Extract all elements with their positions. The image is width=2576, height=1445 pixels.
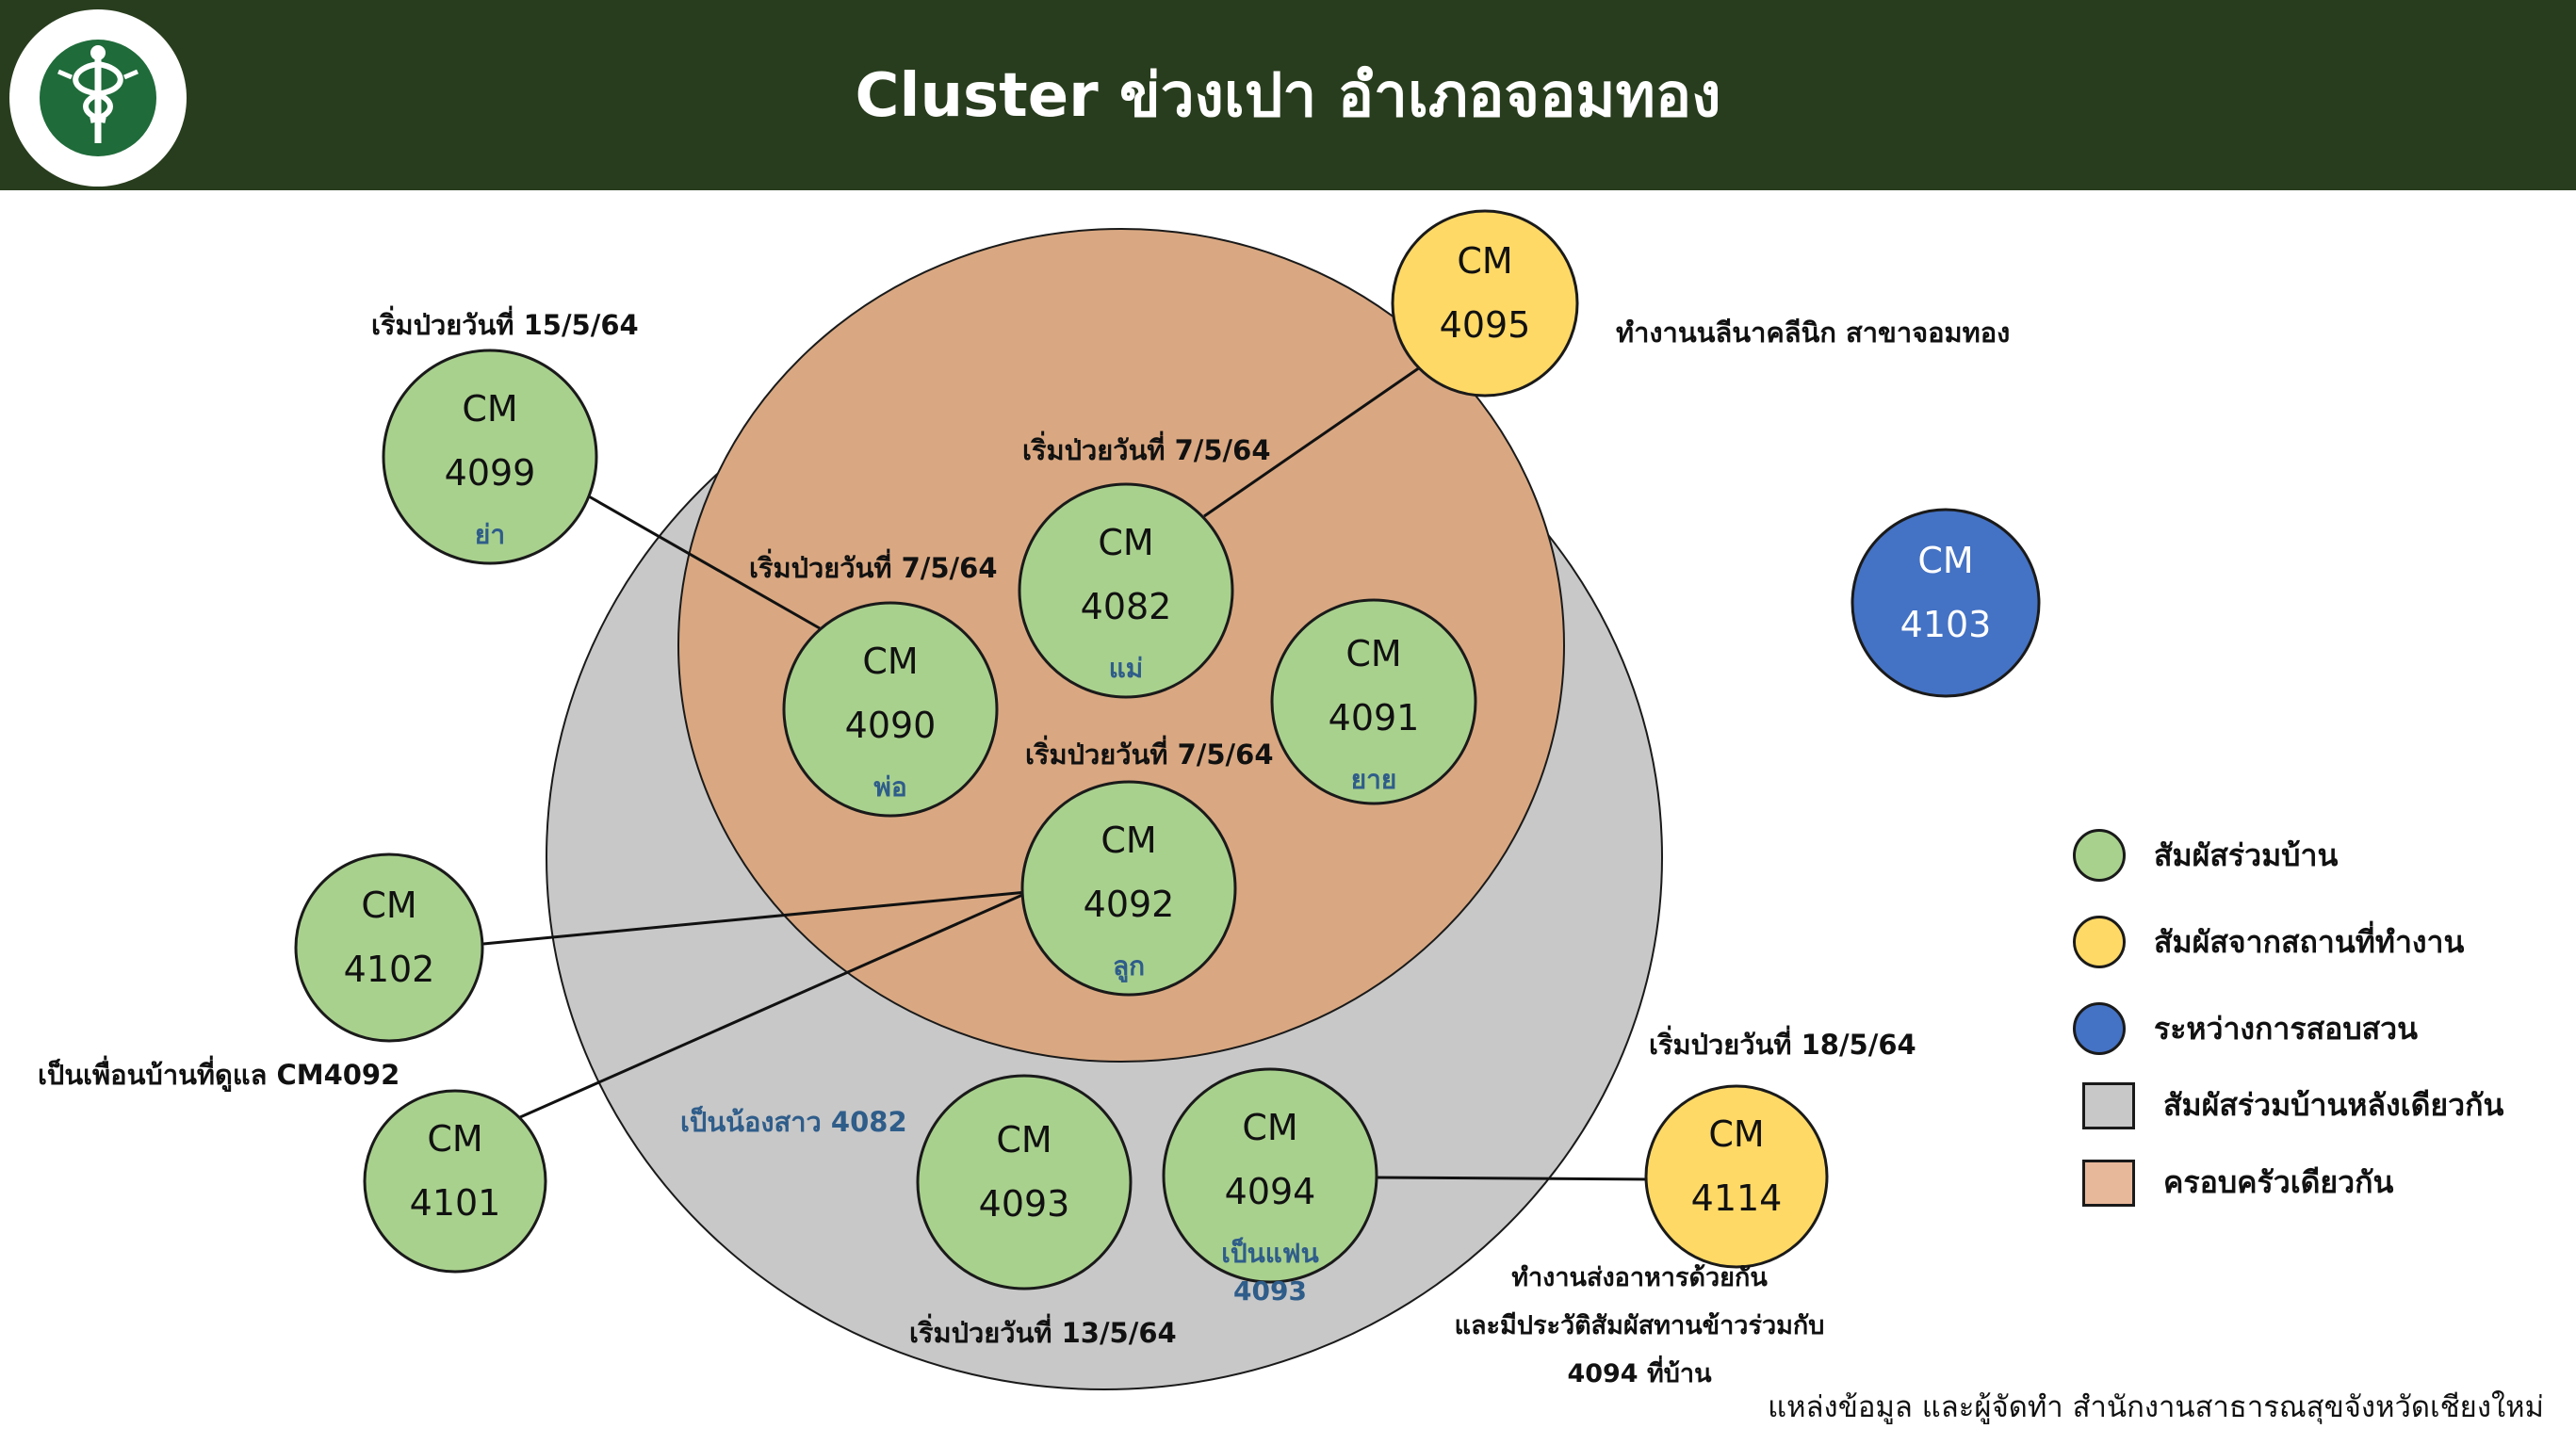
case-prefix-4082: CM — [1098, 522, 1153, 563]
onset-label-4099: เริ่มป่วยวันที่ 15/5/64 — [371, 309, 639, 341]
case-role-4090: พ่อ — [873, 771, 906, 803]
case-role-4099: ย่า — [475, 519, 505, 550]
case-circle-4091 — [1270, 598, 1477, 805]
case-prefix-4090: CM — [862, 641, 918, 682]
case-number-4102: 4102 — [344, 949, 435, 990]
case-circle-4090 — [782, 601, 999, 818]
sister-label-4093: เป็นน้องสาว 4082 — [680, 1106, 907, 1138]
case-node-4114: CM 4114 — [1644, 1084, 1829, 1269]
case-role-4091: ยาย — [1351, 764, 1397, 795]
case-circle-4092 — [1020, 780, 1237, 997]
legend-swatch-same-family — [2082, 1159, 2135, 1207]
case-node-4101: CM 4101 — [363, 1089, 547, 1274]
case-node-4095: CM 4095 — [1391, 209, 1579, 398]
onset-label-4082: เริ่มป่วยวันที่ 7/5/64 — [1022, 434, 1271, 466]
case-node-4092: CM 4092 ลูก — [1020, 780, 1237, 997]
case-prefix-4093: CM — [996, 1119, 1052, 1161]
link-4099-4090 — [588, 495, 821, 630]
onset-label-4114: เริ่มป่วยวันที่ 18/5/64 — [1649, 1029, 1916, 1061]
case-prefix-4099: CM — [462, 388, 517, 430]
legend-item-workplace: สัมผัสจากสถานที่ทำงาน — [2073, 916, 2464, 968]
case-node-4090: CM 4090 พ่อ — [782, 601, 999, 818]
legend-label-same-house: สัมผัสร่วมบ้านหลังเดียวกัน — [2163, 1087, 2504, 1123]
food-note-line3: 4094 ที่บ้าน — [1567, 1359, 1712, 1388]
case-node-4094: CM 4094 เป็นแฟน 4093 — [1162, 1067, 1378, 1307]
case-prefix-4095: CM — [1457, 240, 1512, 282]
link-4102-4092 — [482, 890, 1028, 946]
case-number-4103: 4103 — [1900, 604, 1992, 645]
food-note-line2: และมีประวัติสัมผัสทานข้าวร่วมกับ — [1454, 1311, 1825, 1340]
case-number-4094: 4094 — [1225, 1171, 1316, 1212]
case-circle-4094 — [1162, 1067, 1378, 1284]
case-circle-4101 — [363, 1089, 547, 1274]
case-prefix-4114: CM — [1708, 1113, 1764, 1155]
case-number-4091: 4091 — [1329, 697, 1420, 739]
food-note-line1: ทำงานส่งอาหารด้วยกัน — [1511, 1263, 1768, 1292]
case-circle-4095 — [1391, 209, 1579, 398]
case-number-4114: 4114 — [1691, 1177, 1783, 1219]
case-prefix-4103: CM — [1917, 540, 1973, 581]
case-role-4094: เป็นแฟน — [1221, 1237, 1319, 1269]
case-circle-4102 — [294, 852, 484, 1043]
case-number-4082: 4082 — [1081, 586, 1172, 627]
ministry-logo-icon — [9, 9, 187, 187]
workplace-label-4095: ทำงานนลีนาคลีนิก สาขาจอมทอง — [1616, 317, 2011, 349]
case-role-secondary-4094: 4093 — [1233, 1275, 1307, 1307]
legend-label-investigating: ระหว่างการสอบสวน — [2154, 1010, 2418, 1047]
legend-item-same-house: สัมผัสร่วมบ้านหลังเดียวกัน — [2082, 1081, 2503, 1129]
case-number-4095: 4095 — [1440, 304, 1531, 346]
header-bar — [0, 0, 2576, 190]
case-number-4092: 4092 — [1084, 884, 1175, 925]
food-delivery-note: ทำงานส่งอาหารด้วยกัน และมีประวัติสัมผัสท… — [1394, 1257, 1884, 1393]
legend-label-workplace: สัมผัสจากสถานที่ทำงาน — [2154, 923, 2465, 960]
case-circle-4093 — [916, 1074, 1133, 1291]
case-number-4090: 4090 — [845, 705, 937, 746]
case-circle-4114 — [1644, 1084, 1829, 1269]
onset-label-4090: เริ่มป่วยวันที่ 7/5/64 — [749, 552, 998, 584]
legend-item-investigating: ระหว่างการสอบสวน — [2073, 1002, 2418, 1055]
legend-swatch-investigating — [2073, 1002, 2126, 1055]
case-circle-4082 — [1018, 482, 1234, 699]
case-node-4091: CM 4091 ยาย — [1270, 598, 1477, 805]
case-prefix-4101: CM — [427, 1118, 482, 1160]
case-number-4093: 4093 — [979, 1183, 1070, 1225]
link-4094-4114 — [1377, 1176, 1655, 1181]
case-node-4099: CM 4099 ย่า — [382, 349, 598, 565]
case-circle-4099 — [382, 349, 598, 565]
legend-swatch-household — [2073, 829, 2126, 882]
case-prefix-4094: CM — [1242, 1107, 1297, 1148]
case-node-4093: CM 4093 — [916, 1074, 1133, 1291]
legend-item-same-family: ครอบครัวเดียวกัน — [2082, 1159, 2393, 1207]
case-prefix-4092: CM — [1101, 820, 1156, 861]
source-footnote: แหล่งข้อมูล และผู้จัดทำ สำนักงานสาธารณสุ… — [1768, 1390, 2544, 1424]
link-4095-4082 — [1203, 365, 1421, 518]
connector-lines — [482, 365, 1655, 1181]
onset-label-4093: เริ่มป่วยวันที่ 13/5/64 — [909, 1317, 1177, 1349]
case-node-4103: CM 4103 — [1850, 508, 2041, 698]
legend-label-same-family: ครอบครัวเดียวกัน — [2163, 1164, 2394, 1200]
legend-label-household: สัมผัสร่วมบ้าน — [2154, 836, 2339, 873]
case-node-4102: CM 4102 — [294, 852, 484, 1043]
case-role-4092: ลูก — [1113, 950, 1145, 982]
case-circle-4103 — [1850, 508, 2041, 698]
case-node-4082: CM 4082 แม่ — [1018, 482, 1234, 699]
case-prefix-4102: CM — [361, 885, 416, 926]
neighbor-label-4102: เป็นเพื่อนบ้านที่ดูแล CM4092 — [38, 1059, 400, 1091]
link-4101-4092 — [519, 890, 1030, 1119]
case-prefix-4091: CM — [1345, 633, 1401, 674]
case-number-4101: 4101 — [410, 1182, 501, 1224]
page-title: Cluster ข่วงเปา อำเภอจอมทอง — [855, 61, 1721, 131]
legend-item-household: สัมผัสร่วมบ้าน — [2073, 829, 2338, 882]
case-role-4082: แม่ — [1109, 653, 1144, 684]
onset-label-4092: เริ่มป่วยวันที่ 7/5/64 — [1025, 739, 1274, 771]
legend-swatch-workplace — [2073, 916, 2126, 968]
case-number-4099: 4099 — [445, 452, 536, 494]
legend-swatch-same-house — [2082, 1081, 2135, 1129]
